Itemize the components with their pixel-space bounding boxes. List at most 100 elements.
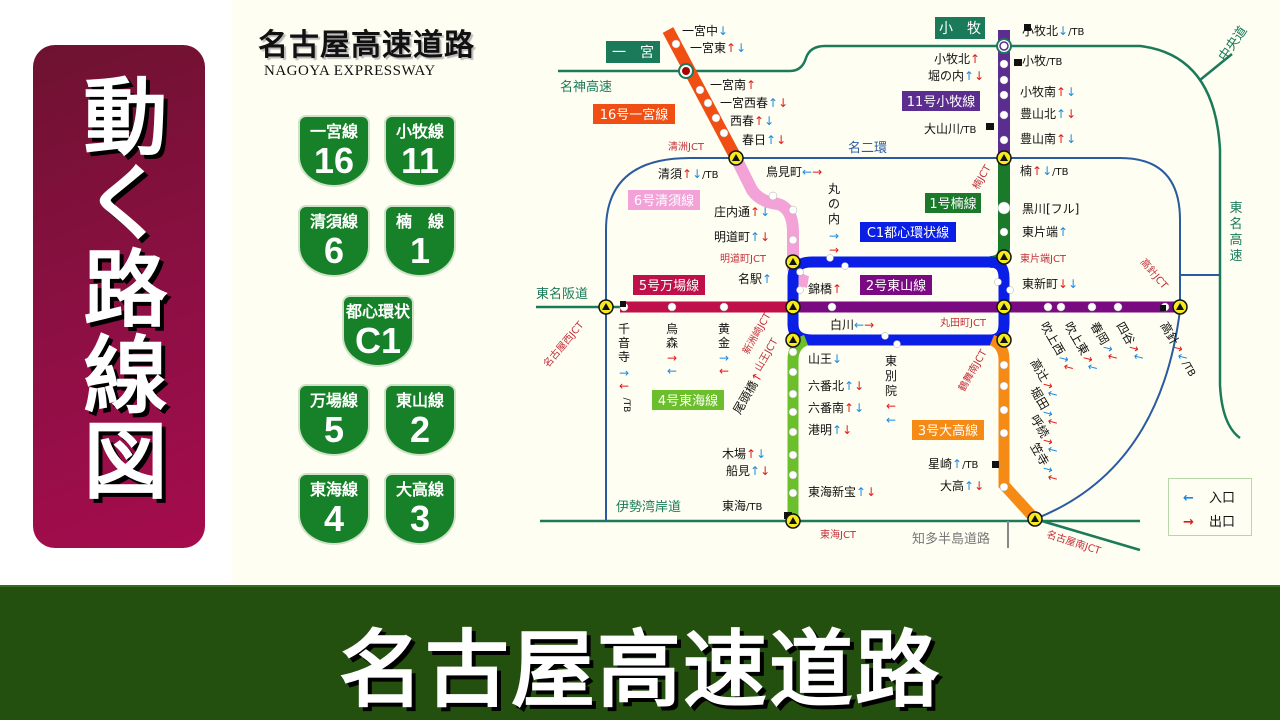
ramp-shirakawa: 白川←→ — [830, 317, 874, 332]
jct-label-meidocho: 明道町JCT — [720, 252, 767, 265]
ramp-haruoka: 春岡↗↙ — [1087, 320, 1121, 365]
ramp-tokai-tb: 東海/TB — [722, 498, 762, 513]
ramp-hoshizaki: 星崎↑/TB — [928, 457, 979, 471]
svg-text:←: ← — [719, 364, 729, 378]
road-label-chuo: 中央道 — [1216, 24, 1251, 65]
route-3-line — [989, 334, 1040, 523]
road-label-tomei-hando: 東名阪道 — [536, 286, 588, 302]
svg-text:森: 森 — [666, 335, 678, 350]
ramp-kogane: 黄金→← — [718, 322, 730, 378]
legend: ←入口 →出口 — [1168, 478, 1252, 536]
ramp-nishiharu: 西春↑↓ — [730, 114, 774, 128]
jct-label-takabari: 高針JCT — [1138, 256, 1172, 293]
bottom-title: 名古屋高速道路 — [338, 621, 941, 719]
jct-label-kusunoki: 楠JCT — [969, 162, 994, 192]
svg-text:東: 東 — [885, 354, 897, 368]
ramp-ichinomiya-higashi: 一宮東↑↓ — [690, 40, 746, 55]
jct-label-kiyosu: 清洲JCT — [668, 140, 705, 153]
svg-text:院: 院 — [885, 384, 897, 398]
jct-label-nagoyanishi: 名古屋西JCT — [540, 318, 587, 370]
ramp-komaki-kita-tb: 小牧北↓/TB — [1022, 24, 1085, 38]
svg-text:←: ← — [619, 379, 629, 393]
ramp-kusunoki: 楠↑↓/TB — [1020, 163, 1069, 178]
route-c1-ring — [787, 256, 1010, 346]
jct-label-marutamachi: 丸田町JCT — [940, 316, 987, 329]
ramp-higashikatahata: 東片端↑ — [1022, 225, 1068, 239]
svg-text:→: → — [829, 243, 839, 257]
svg-text:烏: 烏 — [666, 322, 678, 336]
ramp-shonaidori: 庄内通↑↓ — [714, 204, 770, 219]
route-label-3: 3号大高線 — [918, 423, 978, 439]
map-subtitle: NAGOYA EXPRESSWAY — [264, 63, 436, 79]
ramp-senonji: 千音寺 →← /TB — [618, 322, 631, 412]
ramp-toyoyama-kita: 豊山北↑↓ — [1020, 107, 1076, 121]
ramp-torimicho: 鳥見町←→ — [766, 164, 822, 179]
svg-text:→: → — [829, 229, 839, 243]
road-label-meishin: 名神高速 — [560, 79, 612, 95]
svg-text:高: 高 — [1229, 232, 1242, 248]
route-label-11: 11号小牧線 — [907, 94, 976, 110]
svg-text:→: → — [719, 351, 729, 365]
svg-text:速: 速 — [1229, 249, 1242, 264]
bottom-title-bar: 名古屋高速道路 — [0, 585, 1280, 720]
ramp-komaki-minami: 小牧南↑↓ — [1020, 84, 1076, 99]
ramp-kiyosu: 清須↑↓/TB — [658, 167, 719, 181]
ramp-rokuban-minami: 六番南↑↓ — [808, 400, 864, 415]
ramp-obatabashi: 尾頭橋↑ — [730, 370, 765, 417]
svg-text:/TB: /TB — [621, 398, 631, 413]
legend-exit: →出口 — [1183, 515, 1236, 530]
ramp-odaka: 大高↑↓ — [940, 478, 984, 493]
route-label-1: 1号楠線 — [929, 196, 976, 212]
legend-entrance: ←入口 — [1183, 491, 1236, 506]
exit-arrow-icon: → — [1183, 515, 1194, 530]
ramp-komaki-tb: 小牧/TB — [1022, 54, 1062, 68]
svg-text:寺: 寺 — [618, 350, 630, 364]
ramp-meidocho: 明道町↑↓ — [714, 230, 770, 244]
ramp-rokuban-kita: 六番北↑↓ — [808, 379, 864, 393]
ramp-kiba: 木場↑↓ — [722, 447, 766, 461]
svg-text:→: → — [667, 351, 677, 365]
jct-label-tsurumaminami: 鶴舞南JCT — [955, 346, 990, 393]
svg-text:別: 別 — [885, 369, 897, 383]
ramp-meieki: 名駅↑ — [738, 271, 772, 286]
ramp-sanno: 山王↓ — [808, 352, 842, 366]
svg-text:丸: 丸 — [828, 182, 840, 196]
ramp-nishikibashi: 錦橋↑ — [808, 281, 842, 296]
ramp-takabari: 高針↗↙/TB — [1157, 319, 1200, 379]
route-label-2: 2号東山線 — [866, 278, 926, 294]
route-label-4: 4号東海線 — [658, 393, 718, 409]
road-label-meinikan: 名二環 — [848, 140, 887, 156]
svg-text:千: 千 — [618, 322, 630, 336]
jct-label-higashikatahata: 東片端JCT — [1020, 252, 1067, 265]
ramp-tokai-shinpo: 東海新宝↑↓ — [808, 484, 876, 499]
area-label-komaki: 小 牧 — [939, 21, 981, 37]
svg-text:名: 名 — [1229, 216, 1242, 232]
svg-text:←: ← — [886, 413, 896, 427]
svg-text:→: → — [619, 366, 629, 380]
ramp-oyamagawa: 大山川/TB — [924, 122, 976, 136]
route-label-5: 5号万場線 — [639, 278, 699, 294]
ramp-marunouchi: 丸の内 →→ — [828, 182, 840, 257]
ramp-toyoyama-minami: 豊山南↑↓ — [1020, 131, 1076, 146]
road-label-chita: 知多半島道路 — [912, 531, 990, 547]
svg-text:内: 内 — [828, 212, 840, 226]
jct-markers — [598, 38, 1188, 529]
route-label-6: 6号清須線 — [634, 193, 694, 209]
svg-text:の: の — [828, 197, 840, 211]
route-label-c1: C1都心環状線 — [867, 225, 949, 241]
road-label-isewangan: 伊勢湾岸道 — [616, 499, 681, 515]
svg-text:金: 金 — [718, 335, 730, 350]
svg-text:←: ← — [667, 364, 677, 378]
svg-text:←: ← — [886, 399, 896, 413]
route-map: 一 宮 小 牧 16号一宮線 11号小牧線 6号清須線 1号楠線 C1都心環状線… — [536, 17, 1251, 557]
svg-text:音: 音 — [618, 335, 630, 350]
route-label-16: 16号一宮線 — [600, 107, 669, 123]
ramp-ichinomiya-nishiharu: 一宮西春↑↓ — [720, 95, 788, 110]
